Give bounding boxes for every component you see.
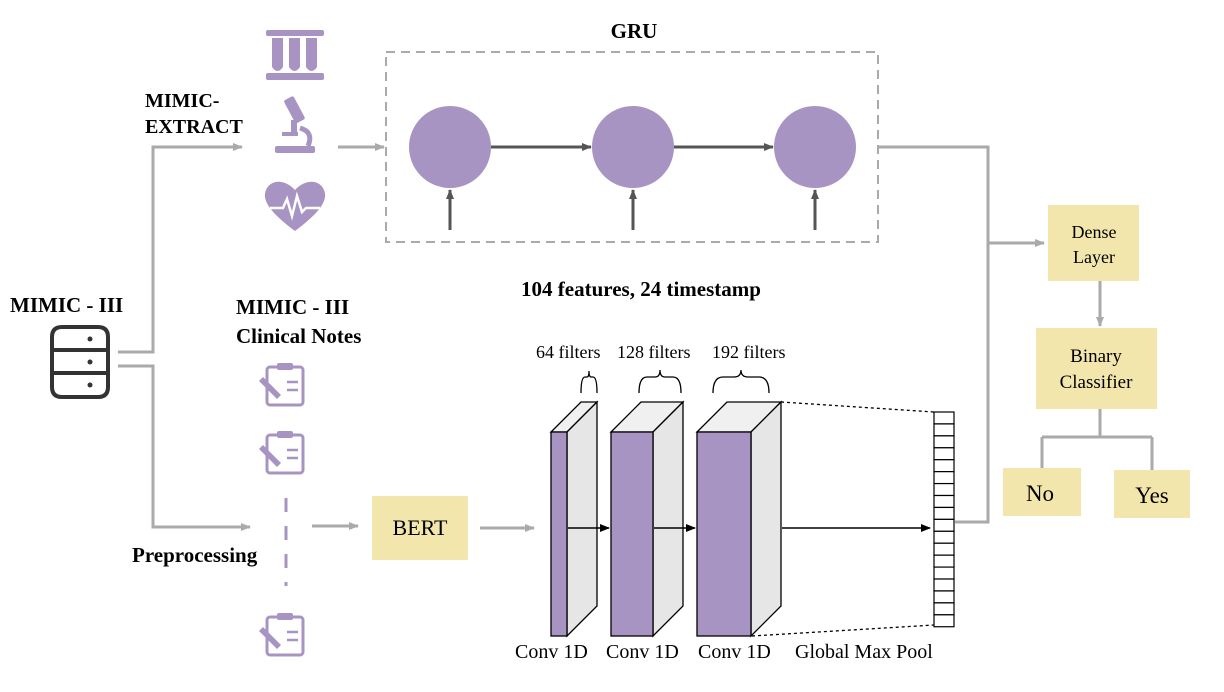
pool-caption: Global Max Pool xyxy=(795,641,933,663)
filter-brace-1 xyxy=(580,370,598,394)
filter-brace-3 xyxy=(712,369,770,394)
conv-block-1 xyxy=(549,400,599,638)
pool-cell xyxy=(933,411,955,425)
clinical-notes-label-line1: MIMIC - III xyxy=(236,295,349,319)
pool-cell xyxy=(933,447,955,461)
bert-box xyxy=(372,496,468,560)
preprocessing-label: Preprocessing xyxy=(132,543,258,567)
no-output-label: No xyxy=(1026,481,1054,506)
filters-label-3: 192 filters xyxy=(712,342,786,362)
yes-output-box xyxy=(1114,470,1190,518)
pool-cell xyxy=(933,459,955,473)
pool-cell xyxy=(933,435,955,449)
binary-classifier-box xyxy=(1036,328,1157,409)
pool-cell xyxy=(933,482,955,497)
gru-node-2 xyxy=(592,106,674,188)
mimic-iii-title: MIMIC - III xyxy=(10,293,123,317)
pool-cell xyxy=(933,590,955,604)
connector-lines xyxy=(118,143,1154,532)
binary-to-outputs-connector xyxy=(1040,409,1154,470)
gru-node-3 xyxy=(774,106,856,188)
binary-classifier-label-line2: Classifier xyxy=(1060,372,1133,393)
dense-layer-label-line2: Layer xyxy=(1073,247,1115,267)
pool-cell xyxy=(933,530,955,544)
pool-cell xyxy=(933,578,955,592)
binary-classifier-label-line1: Binary xyxy=(1070,346,1122,367)
mimic-extract-label-line1: MIMIC- xyxy=(145,90,219,112)
clinical-notes-label-line2: Clinical Notes xyxy=(236,324,361,348)
gru-features-caption: 104 features, 24 timestamp xyxy=(521,277,761,301)
gru-container xyxy=(385,51,879,243)
gru-units xyxy=(409,106,856,230)
bert-label: BERT xyxy=(393,515,448,540)
conv-block-3 xyxy=(695,400,783,638)
yes-output-label: Yes xyxy=(1135,483,1169,508)
mimic-extract-label-line2: EXTRACT xyxy=(145,116,243,138)
db-to-notes-connector xyxy=(118,364,251,531)
gru-output-connector xyxy=(878,145,990,243)
pool-cell xyxy=(933,494,955,509)
clinical-note-icon xyxy=(259,613,305,657)
clinical-note-icon xyxy=(259,363,305,407)
pool-projection-bottom xyxy=(751,624,935,637)
dense-layer-box xyxy=(1048,205,1139,281)
filters-label-2: 128 filters xyxy=(617,342,691,362)
microscope-icon xyxy=(275,96,315,153)
test-tubes-icon xyxy=(266,30,324,80)
global-max-pool-vector xyxy=(933,411,955,628)
pool-cell xyxy=(933,542,955,556)
db-to-extract-connector xyxy=(118,143,243,354)
gru-node-1 xyxy=(409,106,491,188)
pool-cell xyxy=(933,554,955,568)
clinical-note-icon xyxy=(259,431,305,475)
conv-caption-3: Conv 1D xyxy=(698,641,771,663)
pool-cell xyxy=(933,614,955,628)
dense-layer-label-line1: Dense xyxy=(1072,222,1117,242)
filter-brace-2 xyxy=(638,369,682,394)
pool-cell xyxy=(933,602,955,616)
filters-label-1: 64 filters xyxy=(536,342,601,362)
pool-cell xyxy=(933,518,955,532)
pool-cell xyxy=(933,471,955,485)
conv-caption-1: Conv 1D xyxy=(515,641,588,663)
conv-caption-2: Conv 1D xyxy=(606,641,679,663)
conv-block-2 xyxy=(609,400,685,638)
pool-cell xyxy=(933,566,955,580)
gru-title: GRU xyxy=(611,19,658,43)
pool-output-connector xyxy=(955,243,990,524)
filter-braces xyxy=(580,369,770,394)
database-icon xyxy=(50,325,110,399)
heartbeat-icon xyxy=(264,181,326,231)
pool-projection-top xyxy=(780,401,935,413)
no-output-box xyxy=(1003,468,1081,516)
pool-cell xyxy=(933,506,955,520)
pool-cell xyxy=(933,423,955,437)
